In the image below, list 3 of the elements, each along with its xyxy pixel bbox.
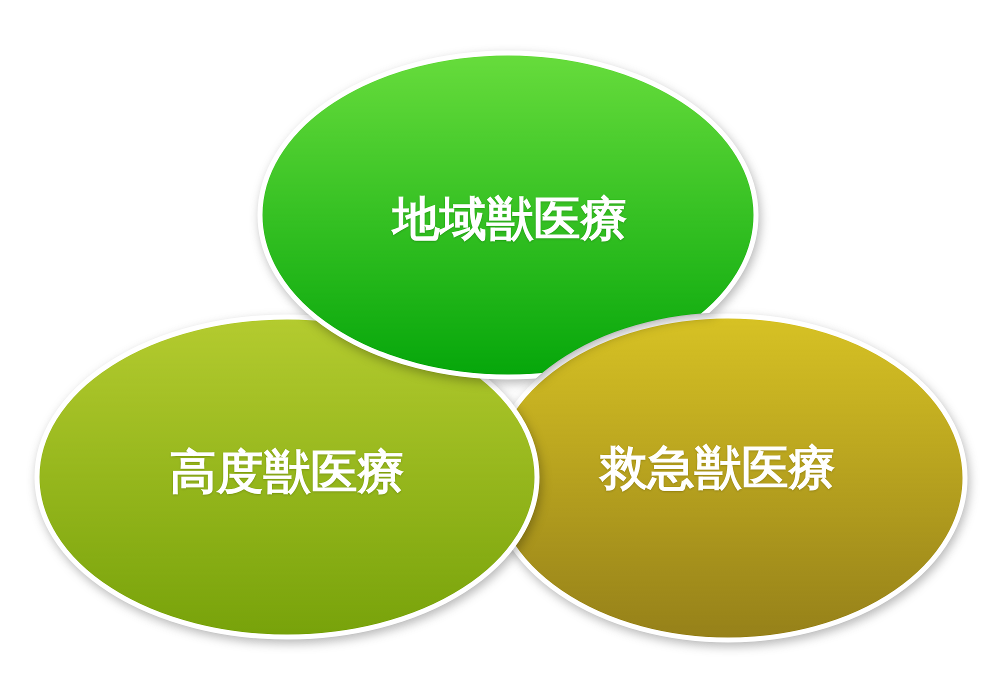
node-label: 地域獣医療 bbox=[392, 194, 628, 246]
node-label: 救急獣医療 bbox=[600, 443, 836, 495]
node-label: 高度獣医療 bbox=[170, 447, 404, 499]
